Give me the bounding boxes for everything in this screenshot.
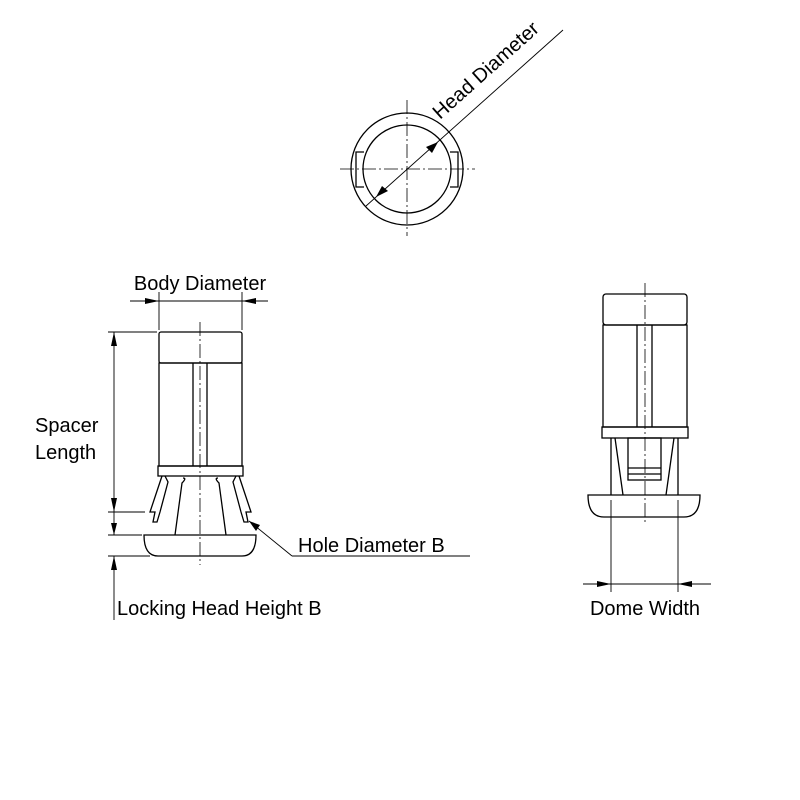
side-view: Body Diameter Spacer Length Hole Diamete… xyxy=(35,273,470,620)
spacer-body xyxy=(158,362,243,467)
spacer-length-label-line2: Length xyxy=(35,442,96,464)
body-diameter-label: Body Diameter xyxy=(134,273,267,295)
left-leg xyxy=(149,475,169,523)
locking-dome xyxy=(587,494,701,518)
spacer-cap xyxy=(158,331,243,364)
top-view: Head Diameter xyxy=(340,17,564,236)
right-leg xyxy=(232,475,252,523)
locking-dome xyxy=(143,534,257,557)
front-view: Dome Width xyxy=(583,283,711,620)
head-diameter-label: Head Diameter xyxy=(429,17,544,123)
right-tab xyxy=(450,151,459,188)
spacer-length-label-line1: Spacer xyxy=(35,415,99,437)
arrowhead xyxy=(426,142,438,153)
spacer-band xyxy=(157,465,244,477)
arrowhead xyxy=(376,186,388,197)
dome-width-label: Dome Width xyxy=(590,598,700,620)
locking-head-height-label: Locking Head Height B xyxy=(117,598,322,620)
head-diameter-leader xyxy=(365,29,564,207)
hole-diameter-label: Hole Diameter B xyxy=(298,535,445,557)
left-tab xyxy=(355,151,364,188)
